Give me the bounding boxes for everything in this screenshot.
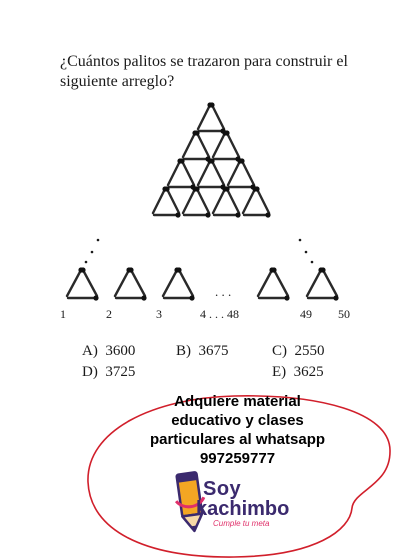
bottom-row-ellipsis: . . . (215, 284, 231, 299)
option-a-value: 3600 (105, 343, 136, 359)
matchstick (272, 268, 290, 298)
matchstick (151, 187, 167, 215)
matchstick-head (254, 186, 260, 192)
continuation-dot (96, 238, 100, 242)
option-b-value: 3675 (198, 343, 229, 359)
matchstick-head (239, 158, 245, 164)
option-b-key: B) (176, 343, 191, 359)
matchstick-head (224, 130, 230, 136)
matchstick (65, 268, 83, 298)
option-d[interactable]: D) 3725 (82, 364, 135, 381)
matchstick (81, 268, 99, 298)
promo-line-3: particulares al whatsapp (149, 431, 326, 448)
matchstick (240, 159, 256, 187)
matchstick-head (93, 295, 99, 301)
matchstick (211, 131, 227, 159)
matchstick-head (128, 267, 134, 273)
label-50: 50 (338, 307, 350, 321)
continuation-dot (84, 260, 88, 264)
continuation-dot (90, 250, 94, 254)
matchstick (196, 159, 212, 187)
label-49: 49 (300, 307, 312, 321)
matchstick (181, 187, 197, 215)
matchstick (321, 268, 339, 298)
matchstick-head (205, 212, 211, 218)
promo-line-2: educativo y clases (171, 412, 304, 429)
matchstick (180, 159, 196, 187)
option-d-key: D) (82, 364, 98, 380)
option-c-value: 2550 (294, 343, 325, 359)
matchstick (210, 159, 226, 187)
option-a-key: A) (82, 343, 98, 359)
matchstick-head (209, 102, 215, 108)
matchstick-head (271, 267, 277, 273)
continuation-dot (304, 250, 308, 254)
matchstick (211, 187, 227, 215)
matchstick (305, 268, 323, 298)
option-c-key: C) (272, 343, 287, 359)
promo-text: Adquiere material educativo y clases par… (110, 392, 365, 468)
answer-options: A) 3600 B) 3675 C) 2550 D) 3725 E) 3625 (82, 343, 325, 381)
brand-line-2: kachimbo (196, 498, 290, 520)
promo-phone: 997259777 (199, 450, 276, 467)
label-1: 1 (60, 307, 66, 321)
question-line-1: ¿Cuántos palitos se trazaron para constr… (60, 53, 348, 70)
matchstick (161, 268, 179, 298)
matchstick (256, 268, 274, 298)
question-line-2: siguiente arreglo? (60, 73, 175, 90)
label-2: 2 (106, 307, 112, 321)
matchstick-head (80, 267, 86, 273)
matchstick (113, 268, 131, 298)
matchstick (195, 187, 211, 215)
promo-line-1: Adquiere material (174, 393, 301, 410)
matchstick-head (176, 267, 182, 273)
matchstick (210, 103, 226, 131)
matchstick (255, 187, 271, 215)
label-4-48: 4 . . . 48 (200, 307, 239, 321)
matchstick-head (194, 130, 200, 136)
matchstick-head (175, 212, 181, 218)
matchstick-head (224, 186, 230, 192)
matchstick-head (320, 267, 326, 273)
option-e[interactable]: E) 3625 (272, 364, 324, 381)
brand-tagline: Cumple tu meta (213, 519, 270, 528)
option-e-key: E) (272, 364, 287, 380)
matchstick (165, 187, 181, 215)
matchstick (177, 268, 195, 298)
continuation-dot (310, 260, 314, 264)
option-e-value: 3625 (293, 364, 324, 380)
option-b[interactable]: B) 3675 (176, 343, 229, 360)
continuation-dot (298, 238, 302, 242)
matchstick (196, 103, 212, 131)
matchstick-head (141, 295, 147, 301)
matchstick-head (194, 186, 200, 192)
matchstick (166, 159, 182, 187)
matchstick-head (265, 212, 271, 218)
pencil-icon (174, 471, 206, 533)
matchstick-head (179, 158, 185, 164)
matchstick (225, 131, 241, 159)
matchstick (129, 268, 147, 298)
matchstick (195, 131, 211, 159)
option-a[interactable]: A) 3600 (82, 343, 135, 360)
matchstick (181, 131, 197, 159)
matchstick (241, 187, 257, 215)
option-d-value: 3725 (105, 364, 136, 380)
matchstick-head (333, 295, 339, 301)
promo-oval (87, 395, 391, 558)
soy-kachimbo-logo (174, 471, 206, 533)
question-text: ¿Cuántos palitos se trazaron para constr… (60, 52, 390, 92)
matchstick (225, 187, 241, 215)
brand-line-1: Soy (203, 478, 242, 500)
label-3: 3 (156, 307, 162, 321)
matchstick-triangle-figure: . . . 1 2 3 4 . . . 48 49 50 (60, 102, 350, 321)
matchstick-head (189, 295, 195, 301)
matchstick-head (209, 158, 215, 164)
matchstick-head (235, 212, 241, 218)
matchstick-head (284, 295, 290, 301)
matchstick-head (164, 186, 170, 192)
matchstick (226, 159, 242, 187)
option-c[interactable]: C) 2550 (272, 343, 325, 360)
